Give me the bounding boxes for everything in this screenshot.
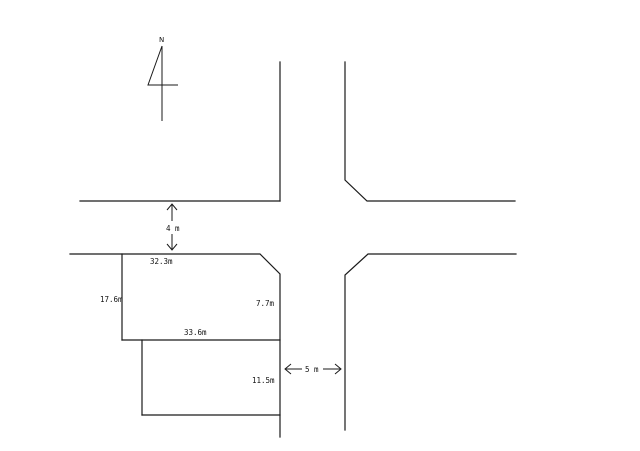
road-edge-lower-left bbox=[69, 253, 281, 438]
north-label: N bbox=[159, 36, 164, 44]
road-edge-upper-left bbox=[79, 61, 281, 202]
east-road-dimension-arrow bbox=[284, 363, 342, 375]
north-arrow-icon bbox=[147, 45, 178, 121]
lot-upper-bottom-edge-label: 33.6m bbox=[184, 328, 207, 337]
road-edge-lower-right bbox=[344, 253, 517, 431]
north-road-dimension-arrow bbox=[166, 203, 178, 251]
lot-upper-right-edge-label: 7.7m bbox=[256, 299, 275, 308]
north-road-width-label: 4 m bbox=[166, 224, 180, 233]
lot-upper-outline bbox=[121, 253, 281, 341]
lot-upper-top-edge-label: 32.3m bbox=[150, 257, 173, 266]
lot-lower-right-edge-label: 11.5m bbox=[252, 376, 275, 385]
road-edge-upper-right bbox=[344, 61, 516, 202]
east-road-width-label: 5 m bbox=[305, 365, 319, 374]
lot-lower-outline bbox=[141, 339, 281, 416]
lot-upper-left-edge-label: 17.6m bbox=[100, 295, 123, 304]
